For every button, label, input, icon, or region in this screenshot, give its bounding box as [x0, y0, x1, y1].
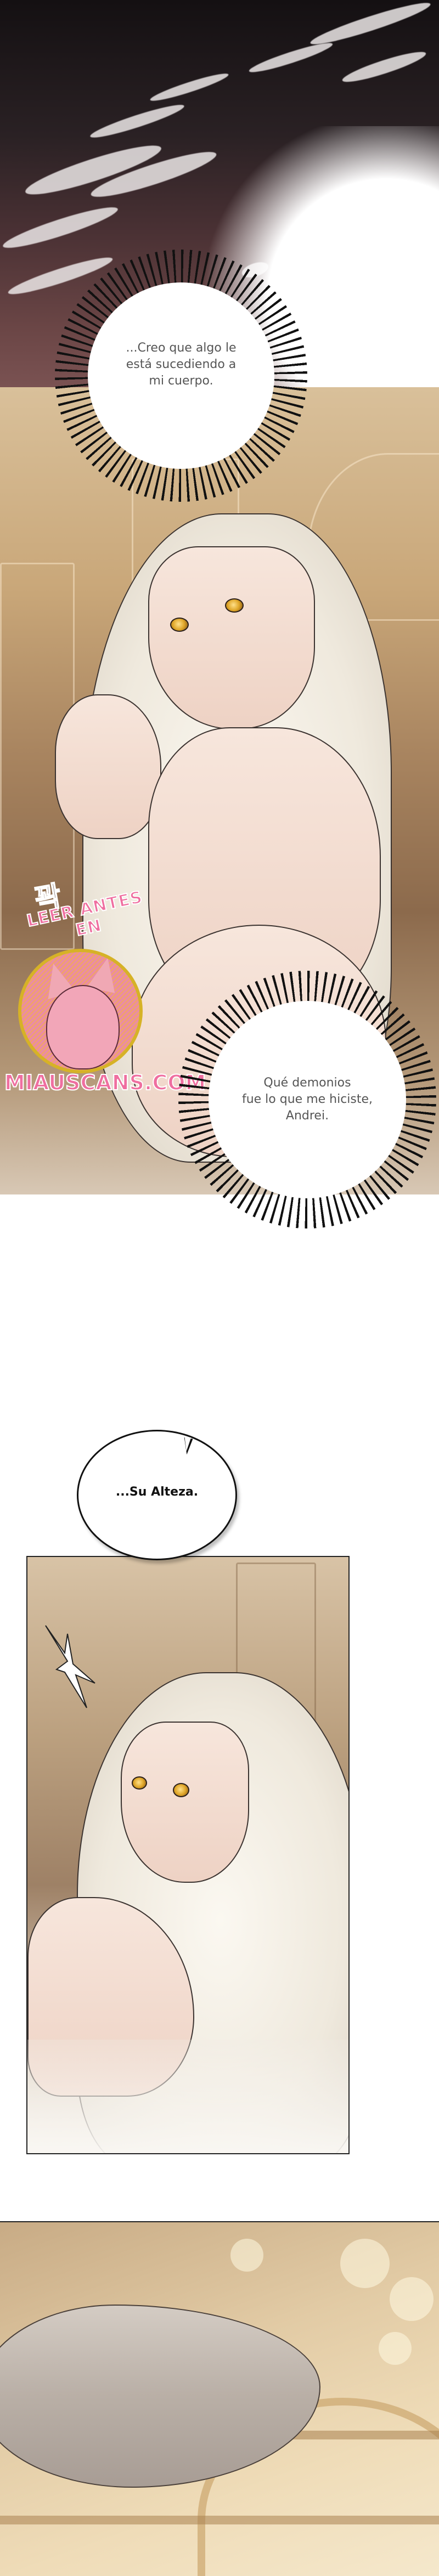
character-hair [0, 2305, 320, 2488]
texture-streak [247, 38, 335, 77]
floor-rail [0, 2516, 439, 2524]
bubble-text: Qué demonios fue lo que me hiciste, Andr… [178, 1075, 436, 1124]
light-bokeh [379, 2332, 412, 2365]
texture-streak [88, 100, 186, 143]
texture-streak [340, 47, 428, 87]
watermark-site-text: MIAUSCANS.COM [4, 1070, 206, 1095]
character-eye-right [173, 1783, 189, 1797]
character-face [148, 546, 315, 729]
bubble-line: Qué demonios [263, 1076, 351, 1090]
speech-bubble-burst-2: Qué demonios fue lo que me hiciste, Andr… [178, 971, 436, 1228]
character-face [121, 1722, 249, 1883]
bubble-body [88, 282, 274, 469]
light-bokeh [340, 2239, 390, 2288]
character-eye-right [225, 598, 244, 613]
surprise-spike-icon [45, 1625, 95, 1708]
light-bokeh [230, 2239, 263, 2272]
panel-flowing-hair [0, 2221, 439, 2576]
bubble-line: ...Creo que algo le [126, 341, 237, 355]
bubble-line: mi cuerpo. [149, 374, 213, 388]
texture-streak [308, 0, 433, 50]
bath-water [27, 2040, 348, 2153]
speech-bubble-burst-1: ...Creo que algo le está sucediendo a mi… [55, 250, 307, 502]
speech-bubble-oval: ...Su Alteza. [77, 1430, 237, 1560]
texture-streak [0, 201, 121, 254]
bubble-body [209, 1001, 406, 1198]
panel-framed-bath [26, 1556, 350, 2154]
light-bokeh [390, 2277, 434, 2321]
bubble-line: fue lo que me hiciste, [241, 1092, 373, 1106]
watermark-badge [18, 949, 143, 1073]
texture-streak [148, 70, 230, 105]
scanlator-watermark: 꽉 LEER ANTES EN MIAUSCANS.COM [4, 877, 206, 1097]
bubble-text: ...Creo que algo le está sucediendo a mi… [55, 340, 307, 389]
character-fist [55, 694, 161, 839]
bubble-line: Andrei. [285, 1109, 329, 1123]
mascot-head [46, 985, 120, 1069]
character-eye-left [132, 1776, 147, 1790]
character-eye-left [170, 618, 189, 632]
bubble-text: ...Su Alteza. [115, 1485, 199, 1499]
bubble-line: está sucediendo a [126, 358, 237, 371]
